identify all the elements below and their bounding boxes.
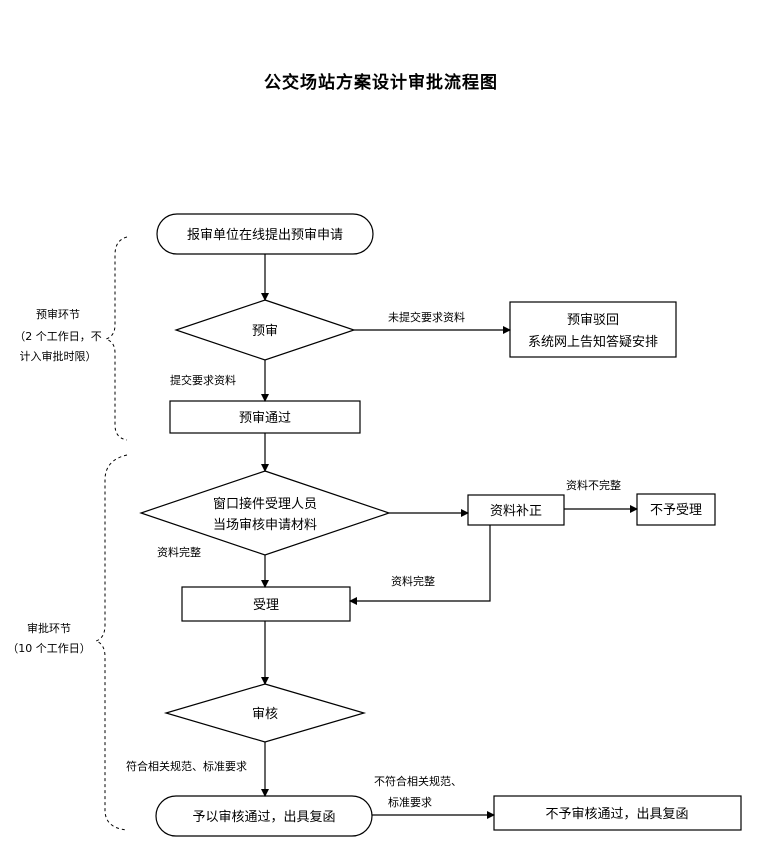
start-node-label: 报审单位在线提出预审申请 (187, 227, 343, 243)
window-check-label: 当场审核申请材料 (213, 518, 317, 533)
review-label: 审核 (252, 707, 278, 722)
edge-supplement-to-accepted (349, 525, 491, 605)
accepted-node (181, 586, 351, 622)
edge-label-compliant: 符合相关规范、标准要求 (126, 759, 247, 773)
edge-label-noncompliant: 标准要求 (388, 795, 432, 809)
not-accepted-node (636, 493, 716, 526)
accepted-label: 受理 (253, 598, 279, 613)
pre-stage-label: 计入审批时限） (20, 349, 97, 363)
window-check-decision (139, 470, 391, 556)
edge-label-complete: 资料完整 (157, 545, 201, 559)
edge-label-incomplete: 资料不完整 (566, 478, 621, 492)
window-check-label: 窗口接件受理人员 (213, 496, 317, 512)
pre-review-label: 预审 (252, 324, 278, 339)
approval-stage-label: 审批环节 (27, 621, 71, 635)
approval-stage-brace (94, 454, 128, 831)
edge-label-submitted: 提交要求资料 (170, 373, 236, 387)
edge-label-noncompliant: 不符合相关规范、 (374, 774, 462, 788)
pre-rejected-label: 系统网上告知答疑安排 (528, 334, 658, 350)
edge-label-complete: 资料完整 (391, 574, 435, 588)
supplement-label: 资料补正 (490, 504, 542, 519)
not-approved-label: 不予审核通过，出具复函 (545, 807, 688, 822)
supplement-node (467, 494, 565, 526)
not-accepted-label: 不予受理 (650, 503, 702, 518)
pre-stage-brace (104, 236, 128, 441)
pre-rejected-label: 预审驳回 (567, 313, 619, 328)
page-title: 公交场站方案设计审批流程图 (264, 73, 498, 93)
pre-stage-label: 预审环节 (36, 307, 80, 321)
pre-passed-node (169, 400, 361, 434)
approval-stage-label: （10 个工作日） (7, 642, 91, 655)
pre-passed-label: 预审通过 (239, 411, 291, 426)
approved-label: 予以审核通过，出具复函 (192, 810, 335, 825)
edge-label-not-submitted: 未提交要求资料 (388, 310, 465, 324)
pre-stage-label: （2 个工作日，不 (14, 330, 102, 343)
pre-rejected-node (509, 301, 677, 358)
